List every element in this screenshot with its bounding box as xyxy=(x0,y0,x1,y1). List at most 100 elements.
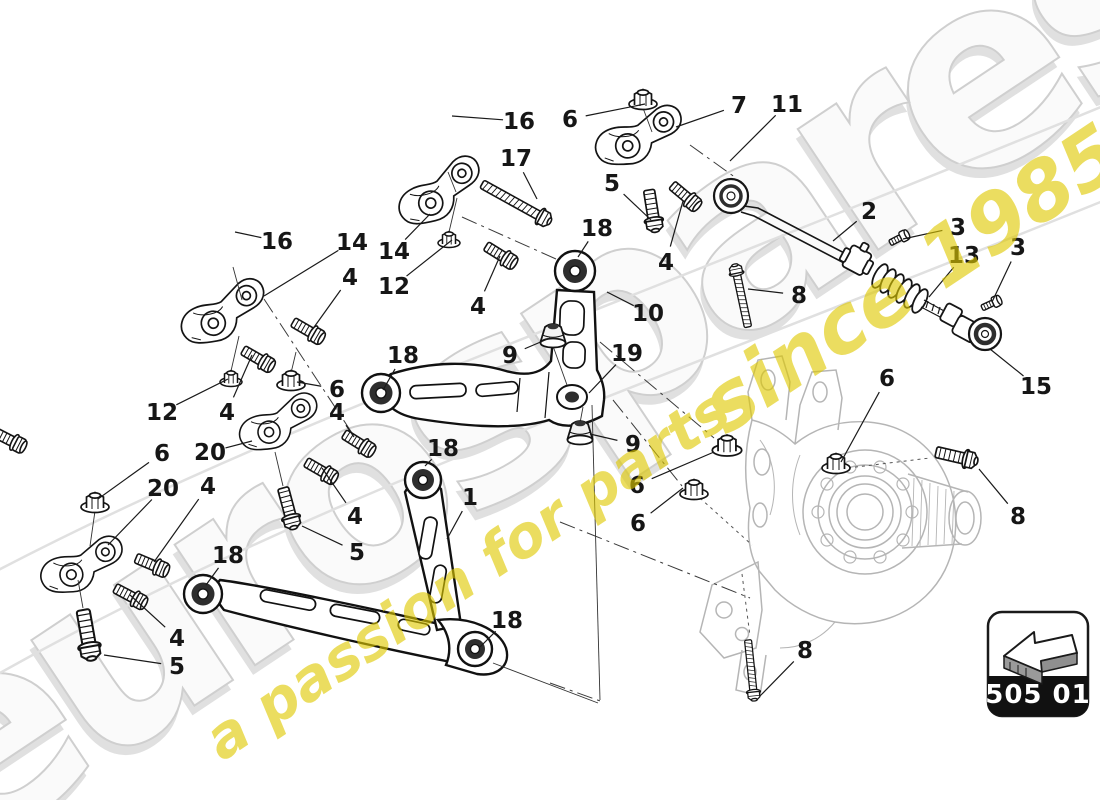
callout-20[interactable]: 20 xyxy=(194,440,253,466)
callout-number[interactable]: 18 xyxy=(427,436,459,462)
callout-number[interactable]: 5 xyxy=(604,171,620,197)
callout-number[interactable]: 9 xyxy=(502,343,518,369)
callout-5[interactable]: 5 xyxy=(301,525,365,566)
callout-14[interactable]: 14 xyxy=(263,230,368,297)
callout-number[interactable]: 8 xyxy=(797,638,813,664)
callout-number[interactable]: 8 xyxy=(791,283,807,309)
callout-number[interactable]: 13 xyxy=(948,243,980,269)
callout-number[interactable]: 6 xyxy=(630,511,646,537)
callout-1[interactable]: 1 xyxy=(446,485,478,540)
callout-number[interactable]: 7 xyxy=(731,93,747,119)
callout-2[interactable]: 2 xyxy=(832,199,877,242)
callout-leader-line xyxy=(759,661,795,697)
callout-3[interactable]: 3 xyxy=(991,235,1026,303)
callout-9[interactable]: 9 xyxy=(502,337,551,369)
callout-number[interactable]: 4 xyxy=(347,504,363,530)
callout-leader-line xyxy=(97,461,150,500)
callout-number[interactable]: 5 xyxy=(169,654,185,680)
callout-3[interactable]: 3 xyxy=(902,215,966,241)
callout-5[interactable]: 5 xyxy=(103,654,185,680)
callout-number[interactable]: 16 xyxy=(503,109,535,135)
callout-leader-line xyxy=(446,510,463,540)
callout-18[interactable]: 18 xyxy=(424,436,459,467)
callout-5[interactable]: 5 xyxy=(604,171,652,221)
callout-4[interactable]: 4 xyxy=(311,265,358,331)
callout-6[interactable]: 6 xyxy=(97,441,170,500)
callout-number[interactable]: 3 xyxy=(1010,235,1026,261)
callout-number[interactable]: 5 xyxy=(349,540,365,566)
callout-number[interactable]: 18 xyxy=(581,216,613,242)
callout-number[interactable]: 6 xyxy=(629,473,645,499)
callout-number[interactable]: 19 xyxy=(611,341,643,367)
callout-number[interactable]: 16 xyxy=(261,229,293,255)
callout-9[interactable]: 9 xyxy=(589,432,641,458)
callout-number[interactable]: 4 xyxy=(658,250,674,276)
callout-8[interactable]: 8 xyxy=(978,468,1026,530)
callout-17[interactable]: 17 xyxy=(500,146,538,200)
callout-6[interactable]: 6 xyxy=(629,451,715,499)
callout-13[interactable]: 13 xyxy=(928,243,980,298)
callout-number[interactable]: 9 xyxy=(625,432,641,458)
callout-18[interactable]: 18 xyxy=(479,608,523,648)
callout-6[interactable]: 6 xyxy=(296,377,345,403)
callout-10[interactable]: 10 xyxy=(606,291,664,327)
callout-number[interactable]: 15 xyxy=(1020,374,1052,400)
callout-number[interactable]: 8 xyxy=(1010,504,1026,530)
callout-number[interactable]: 1 xyxy=(462,485,478,511)
callout-number[interactable]: 14 xyxy=(378,239,410,265)
callout-20[interactable]: 20 xyxy=(107,476,179,546)
bellows-spring xyxy=(871,263,929,314)
callout-4[interactable]: 4 xyxy=(129,594,185,652)
callout-8[interactable]: 8 xyxy=(759,638,813,697)
callout-8[interactable]: 8 xyxy=(747,283,807,309)
callout-number[interactable]: 20 xyxy=(194,440,226,466)
callout-number[interactable]: 17 xyxy=(500,146,532,172)
callout-number[interactable]: 3 xyxy=(950,215,966,241)
arrow-3d-left-icon xyxy=(1003,631,1078,685)
callout-6[interactable]: 6 xyxy=(562,103,646,133)
callout-number[interactable]: 4 xyxy=(470,294,486,320)
callout-16[interactable]: 16 xyxy=(451,109,535,135)
nut-small-part-12-icon xyxy=(437,230,461,249)
callout-number[interactable]: 2 xyxy=(861,199,877,225)
callout-number[interactable]: 18 xyxy=(212,543,244,569)
callout-number[interactable]: 4 xyxy=(329,400,345,426)
callout-4[interactable]: 4 xyxy=(153,474,216,563)
callout-12[interactable]: 12 xyxy=(146,378,229,426)
callout-leader-line xyxy=(301,525,343,546)
callout-6[interactable]: 6 xyxy=(840,366,895,463)
callout-16[interactable]: 16 xyxy=(234,229,293,255)
callout-12[interactable]: 12 xyxy=(378,239,453,300)
callout-number[interactable]: 14 xyxy=(336,230,368,256)
callout-19[interactable]: 19 xyxy=(588,341,643,394)
callout-11[interactable]: 11 xyxy=(729,92,803,162)
callout-4[interactable]: 4 xyxy=(219,354,253,426)
callout-4[interactable]: 4 xyxy=(658,200,684,276)
callout-4[interactable]: 4 xyxy=(321,467,363,530)
callout-7[interactable]: 7 xyxy=(675,93,747,128)
callout-14[interactable]: 14 xyxy=(378,213,431,265)
callout-6[interactable]: 6 xyxy=(630,487,684,537)
callout-number[interactable]: 4 xyxy=(169,626,185,652)
callout-4[interactable]: 4 xyxy=(470,255,501,320)
callout-18[interactable]: 18 xyxy=(577,216,613,258)
callout-number[interactable]: 18 xyxy=(491,608,523,634)
callout-number[interactable]: 11 xyxy=(771,92,803,118)
callout-number[interactable]: 10 xyxy=(632,301,664,327)
callout-number[interactable]: 4 xyxy=(200,474,216,500)
callout-number[interactable]: 4 xyxy=(219,400,235,426)
callout-number[interactable]: 20 xyxy=(147,476,179,502)
callout-4[interactable]: 4 xyxy=(329,400,355,438)
callout-18[interactable]: 18 xyxy=(382,343,419,391)
callout-15[interactable]: 15 xyxy=(989,348,1052,400)
callout-number[interactable]: 12 xyxy=(146,400,178,426)
callout-number[interactable]: 6 xyxy=(154,441,170,467)
callout-number[interactable]: 6 xyxy=(879,366,895,392)
callout-leader-line xyxy=(651,451,715,480)
callout-number[interactable]: 6 xyxy=(562,107,578,133)
callout-number[interactable]: 6 xyxy=(329,377,345,403)
callout-18[interactable]: 18 xyxy=(205,543,244,586)
callout-number[interactable]: 12 xyxy=(378,274,410,300)
callout-number[interactable]: 18 xyxy=(387,343,419,369)
callout-number[interactable]: 4 xyxy=(342,265,358,291)
